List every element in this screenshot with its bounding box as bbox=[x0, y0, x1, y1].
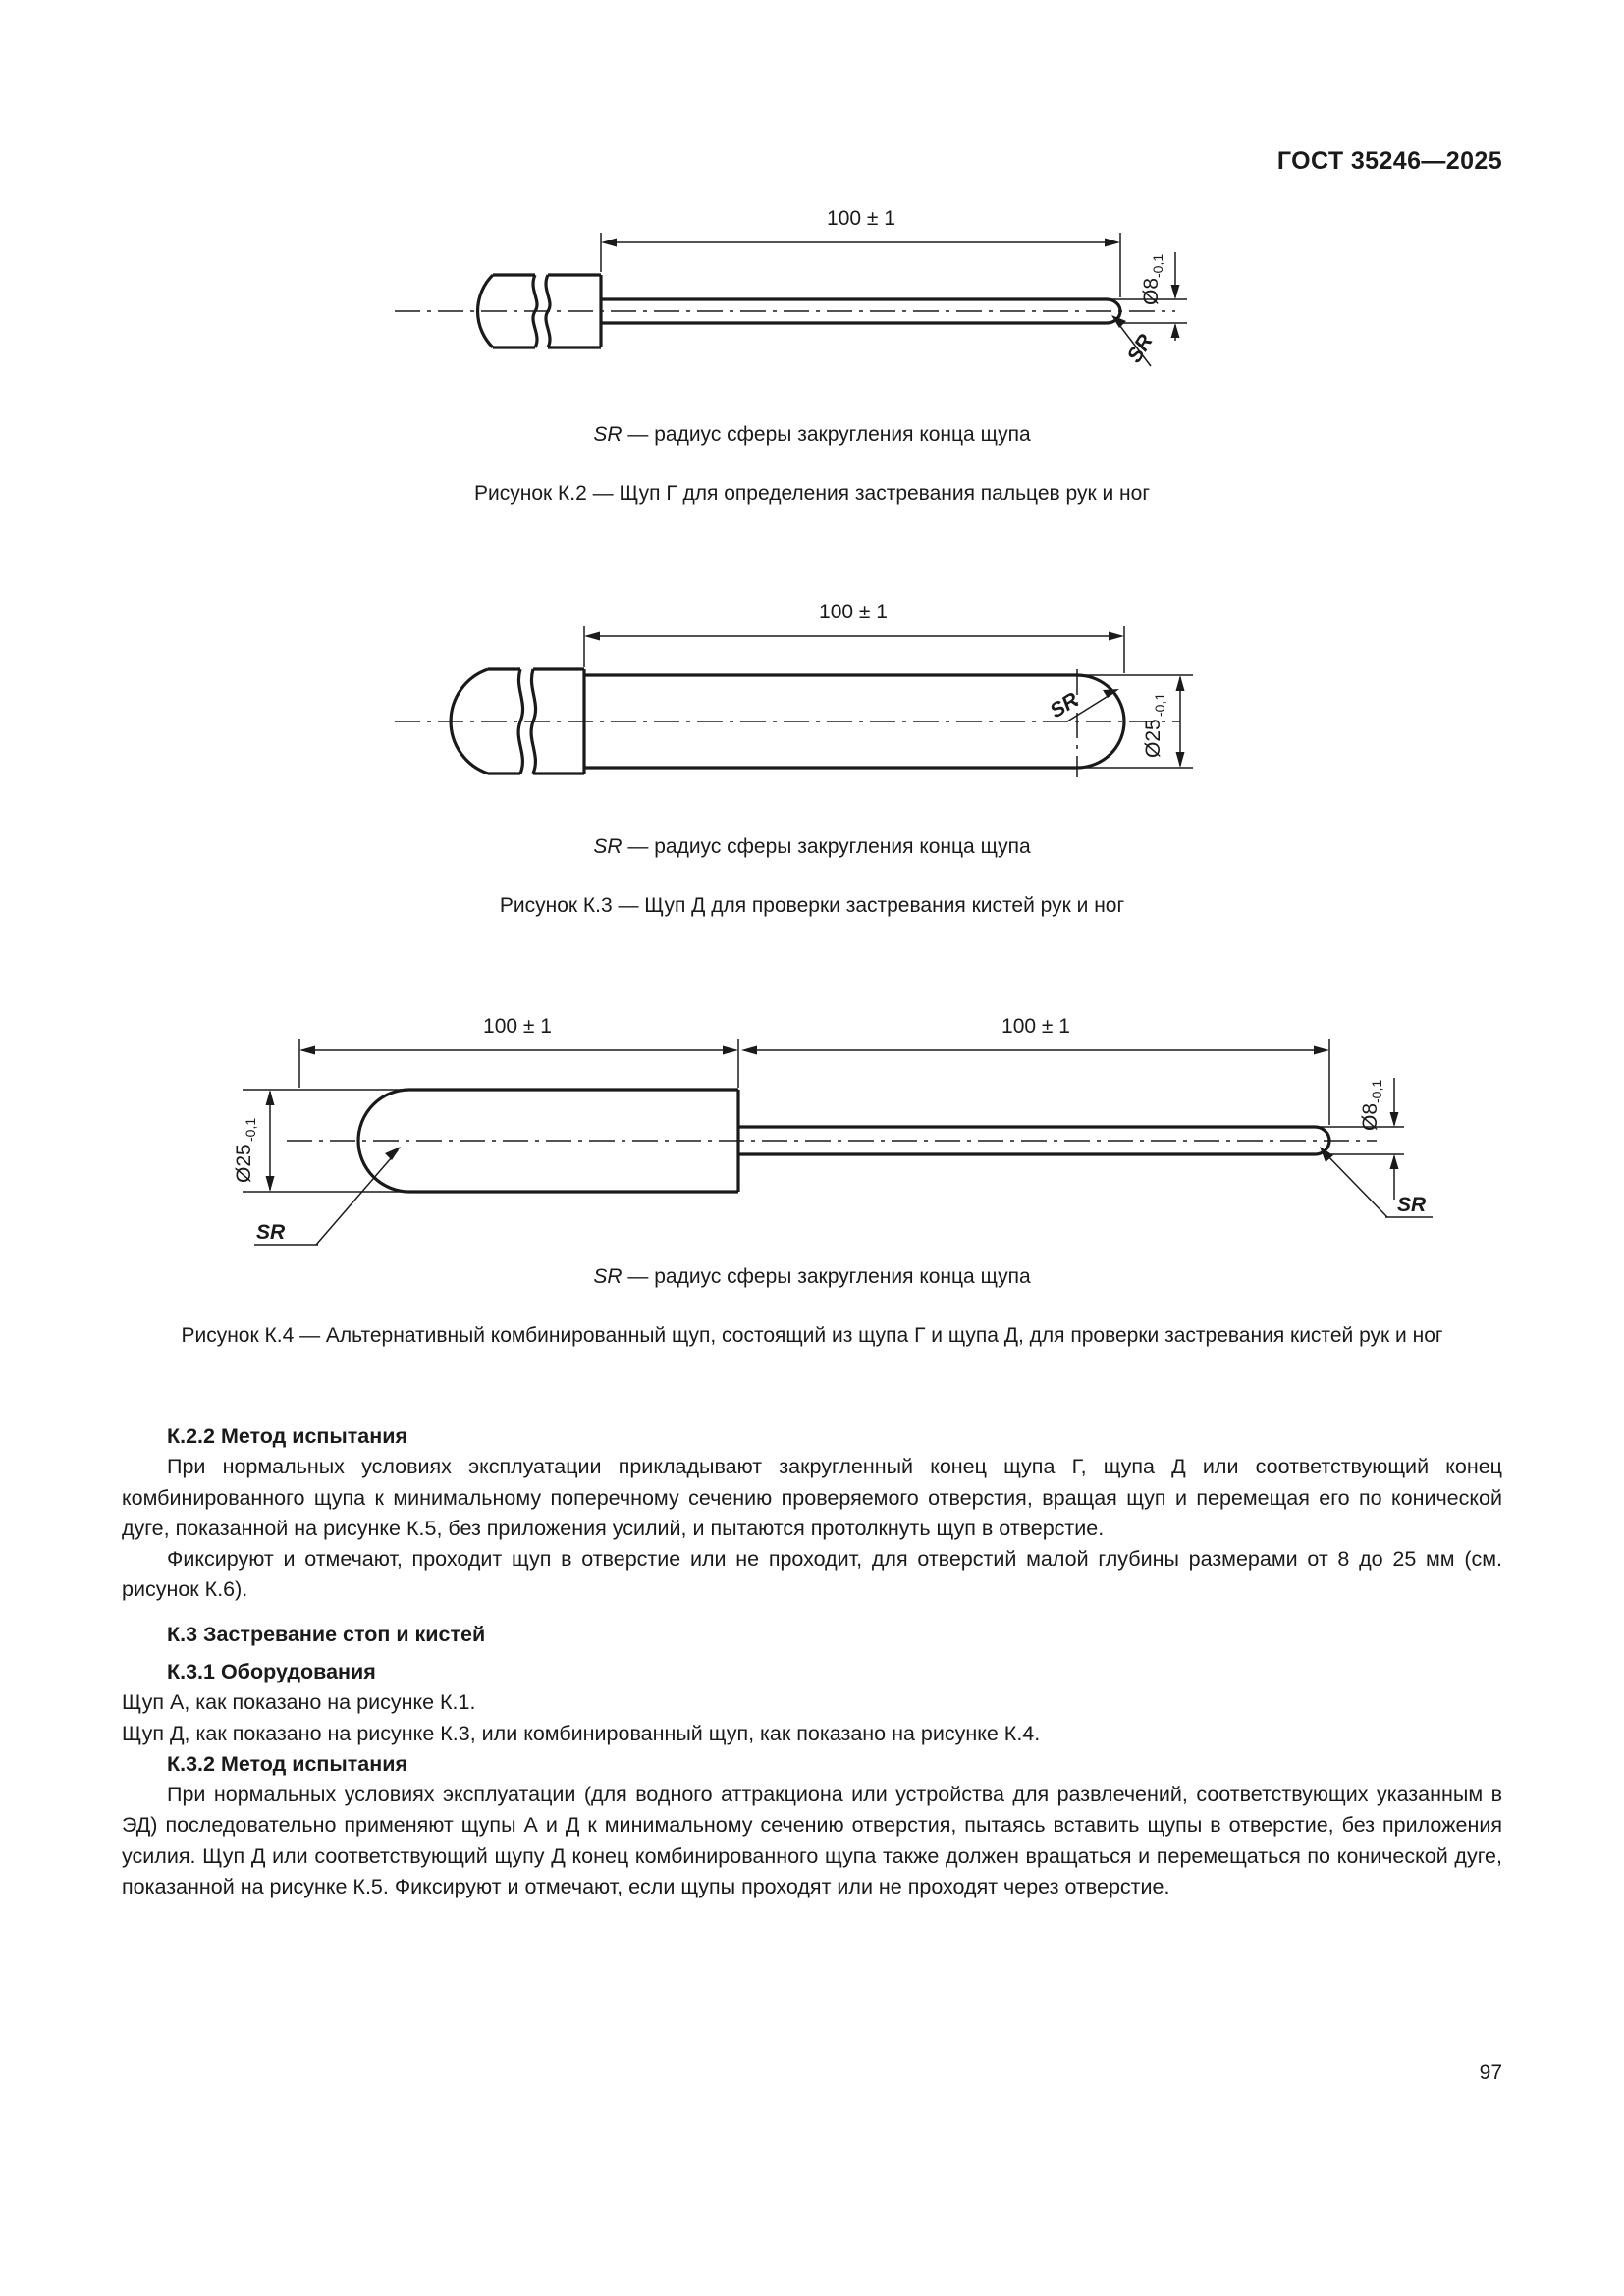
figure-k2: 100 ± 1 Ø8 -0,1 SR SR — радиус сферы зак… bbox=[0, 191, 1624, 508]
sr-left-leader-line bbox=[315, 1149, 399, 1246]
arrowhead-right bbox=[1109, 631, 1124, 641]
legend-description: — радиус сферы закругления конца щупа bbox=[622, 1265, 1031, 1288]
dim-diameter-group: Ø25 -0,1 bbox=[1142, 693, 1167, 758]
arrowhead-left bbox=[601, 238, 617, 247]
heading-k-3-2: К.3.2 Метод испытания bbox=[167, 1751, 408, 1776]
dim-right-diameter-group: Ø8 -0,1 bbox=[1359, 1080, 1384, 1131]
dim-left-length-label: 100 ± 1 bbox=[483, 1015, 552, 1038]
paragraph-k-2-2-2: Фиксируют и отмечают, проходит щуп в отв… bbox=[122, 1547, 1502, 1602]
legend-symbol: SR bbox=[593, 1265, 623, 1288]
sr-left-label: SR bbox=[256, 1221, 286, 1244]
heading-k-3-1: К.3.1 Оборудования bbox=[167, 1659, 376, 1683]
dim-diameter-label: Ø8 bbox=[1140, 278, 1163, 305]
right-rounded-tip bbox=[1314, 1125, 1331, 1156]
figure-k2-drawing: 100 ± 1 Ø8 -0,1 SR bbox=[395, 207, 1187, 367]
figure-k2-caption: Рисунок К.2 — Щуп Г для определения заст… bbox=[474, 482, 1150, 505]
handle-rounded-end bbox=[449, 667, 489, 775]
arrowhead-right-2 bbox=[1314, 1045, 1329, 1055]
dim-right-length-label: 100 ± 1 bbox=[1001, 1015, 1070, 1038]
body-content: К.2.2 Метод испытания При нормальных усл… bbox=[122, 1421, 1502, 1902]
arrowhead-left-dia-top bbox=[265, 1090, 275, 1105]
figure-k2-legend: SR — радиус сферы закругления конца щупа bbox=[0, 423, 1624, 447]
spacer bbox=[122, 1650, 1502, 1657]
handle-rounded-end bbox=[475, 273, 495, 349]
dim-left-diameter-group: Ø25 -0,1 bbox=[233, 1118, 258, 1183]
arrowhead-left bbox=[584, 631, 600, 641]
arrowhead-left-dia-bottom bbox=[265, 1176, 275, 1192]
arrowhead-left-1 bbox=[299, 1045, 315, 1055]
figure-k3: 100 ± 1 Ø25 -0,1 SR SR — радиус сферы за… bbox=[0, 589, 1624, 921]
paragraph-k-3-1-2: Щуп Д, как показано на рисунке К.3, или … bbox=[122, 1721, 1041, 1745]
arrowhead-dia-bottom bbox=[1175, 752, 1185, 768]
dim-diameter-label: Ø25 bbox=[1142, 719, 1164, 758]
heading-k-2-2: К.2.2 Метод испытания bbox=[167, 1424, 408, 1448]
dim-diameter-tolerance: -0,1 bbox=[1150, 254, 1165, 278]
legend-symbol: SR bbox=[593, 835, 623, 858]
arrowhead-right-dia-top bbox=[1389, 1112, 1399, 1127]
shaft-rounded-tip bbox=[1106, 297, 1122, 325]
dim-diameter-tolerance: -0,1 bbox=[1152, 693, 1167, 717]
arrowhead-dia-top bbox=[1170, 285, 1180, 299]
break-line-right bbox=[544, 274, 552, 348]
heading-k-3: К.3 Застревание стоп и кистей bbox=[167, 1622, 486, 1646]
figure-k3-legend: SR — радиус сферы закругления конца щупа bbox=[0, 835, 1624, 859]
arrowhead-dia-bottom bbox=[1170, 323, 1180, 338]
break-line-left bbox=[531, 274, 539, 348]
arrowhead-right-dia-bottom bbox=[1389, 1154, 1399, 1169]
figure-k4-caption: Рисунок К.4 — Альтернативный комбинирова… bbox=[181, 1324, 1443, 1347]
figure-k4-legend: SR — радиус сферы закругления конца щупа bbox=[0, 1265, 1624, 1289]
dim-diameter-group: Ø8 -0,1 bbox=[1140, 254, 1165, 305]
sr-leader-line bbox=[1066, 691, 1115, 722]
legend-description: — радиус сферы закругления конца щупа bbox=[622, 835, 1031, 858]
legend-description: — радиус сферы закругления конца щупа bbox=[622, 423, 1031, 446]
arrowhead-dia-top bbox=[1175, 675, 1185, 691]
sr-right-label: SR bbox=[1397, 1194, 1427, 1216]
dim-right-diameter-label: Ø8 bbox=[1359, 1103, 1381, 1131]
sr-arrowhead bbox=[1103, 689, 1119, 698]
figure-k4-drawing: 100 ± 1 100 ± 1 Ø25 -0,1 bbox=[233, 1015, 1433, 1246]
sr-right-arrowhead bbox=[1320, 1147, 1333, 1162]
figure-k3-caption: Рисунок К.3 — Щуп Д для проверки застрев… bbox=[499, 894, 1125, 917]
sr-arrowhead bbox=[1111, 315, 1126, 328]
paragraph-k-2-2-1: При нормальных условиях эксплуатации при… bbox=[122, 1455, 1502, 1540]
arrowhead-right-1 bbox=[723, 1045, 738, 1055]
spacer bbox=[122, 1606, 1502, 1620]
legend-symbol: SR bbox=[593, 423, 623, 446]
dim-length-label: 100 ± 1 bbox=[819, 601, 888, 623]
break-line-left bbox=[516, 668, 525, 774]
dim-length-label: 100 ± 1 bbox=[827, 207, 895, 230]
break-line-right bbox=[529, 668, 538, 774]
dim-left-diameter-tolerance: -0,1 bbox=[243, 1118, 258, 1142]
paragraph-k-3-2-1: При нормальных условиях эксплуатации (дл… bbox=[122, 1783, 1502, 1898]
page-header-standard-number: ГОСТ 35246—2025 bbox=[1276, 147, 1502, 175]
sr-right-leader-line bbox=[1322, 1149, 1388, 1218]
arrowhead-left-2 bbox=[741, 1045, 757, 1055]
figure-k3-drawing: 100 ± 1 Ø25 -0,1 SR bbox=[395, 601, 1193, 777]
arrowhead-right bbox=[1105, 238, 1120, 247]
left-rounded-end bbox=[356, 1088, 410, 1194]
dim-right-diameter-tolerance: -0,1 bbox=[1369, 1080, 1384, 1103]
dim-left-diameter-label: Ø25 bbox=[233, 1144, 255, 1183]
body-rounded-tip bbox=[1076, 673, 1126, 770]
paragraph-k-3-1-1: Щуп А, как показано на рисунке К.1. bbox=[122, 1690, 476, 1715]
page-number: 97 bbox=[1479, 2061, 1502, 2084]
figure-k4: 100 ± 1 100 ± 1 Ø25 -0,1 bbox=[0, 982, 1624, 1351]
sr-left-arrowhead bbox=[385, 1147, 401, 1160]
